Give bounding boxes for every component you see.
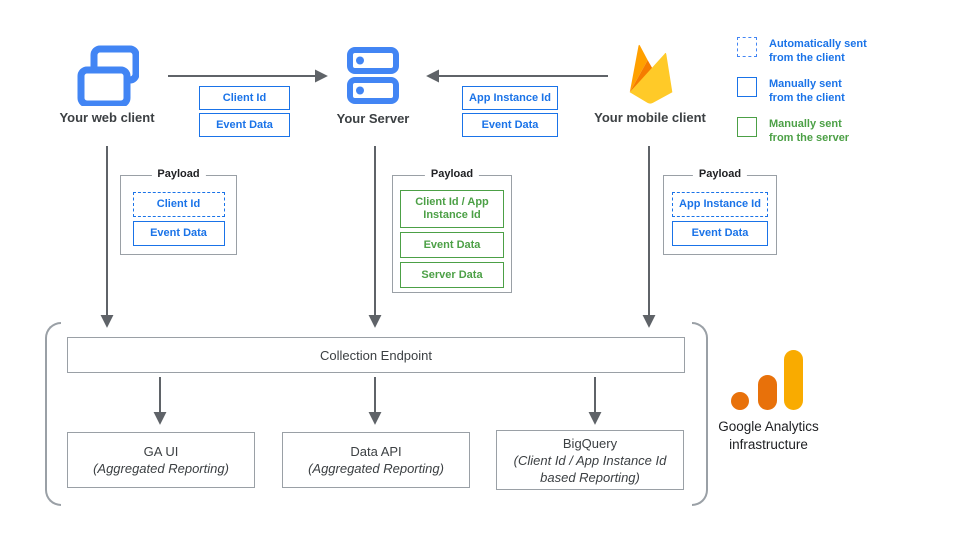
bigquery-detail: (Client Id / App Instance Id based Repor… (513, 452, 667, 485)
payload-web-client-id: Client Id (132, 192, 225, 217)
payload-server-event-data: Event Data (400, 232, 504, 258)
firebase-icon (629, 44, 673, 104)
payload-group-mobile: Payload App Instance Id Event Data (663, 168, 777, 255)
payload-title: Payload (424, 168, 480, 180)
payload-group-server: Payload Client Id / App Instance Id Even… (392, 168, 512, 293)
ga-ui-box: GA UI (Aggregated Reporting) (67, 432, 255, 488)
infrastructure-label: Google Analytics infrastructure (718, 419, 819, 452)
data-api-name: Data API (350, 444, 402, 459)
payload-web-event-data: Event Data (132, 221, 225, 246)
payload-mobile-event-data: Event Data (672, 221, 768, 246)
mobile-client-label: Your mobile client (594, 110, 706, 125)
chip-app-instance-id: App Instance Id (462, 86, 558, 110)
data-api-detail: (Aggregated Reporting) (308, 461, 444, 476)
server-icon (347, 47, 399, 104)
payload-group-web: Payload Client Id Event Data (120, 168, 237, 255)
legend-label: Manually sent from the client (769, 78, 845, 104)
collection-endpoint-box: Collection Endpoint (67, 337, 685, 373)
legend-label: Manually sent from the server (769, 118, 850, 144)
legend-item-manual-server: Manually sent from the server (737, 117, 849, 145)
ga-ui-detail: (Aggregated Reporting) (93, 461, 229, 476)
infrastructure-bracket-left (45, 322, 61, 506)
bigquery-box: BigQuery (Client Id / App Instance Id ba… (496, 430, 684, 490)
web-client-label: Your web client (59, 110, 155, 125)
web-client-icon (77, 45, 139, 106)
payload-title: Payload (692, 168, 748, 180)
chip-client-id: Client Id (199, 86, 290, 110)
collection-endpoint-label: Collection Endpoint (319, 347, 433, 363)
legend-item-manual-client: Manually sent from the client (737, 77, 845, 105)
legend-item-auto-client: Automatically sent from the client (737, 37, 867, 65)
chip-event-data-mobile: Event Data (462, 113, 558, 137)
legend-label: Automatically sent from the client (769, 38, 867, 64)
payload-title: Payload (151, 168, 206, 180)
payload-server-ids: Client Id / App Instance Id (400, 190, 504, 228)
infrastructure-bracket-right (692, 322, 708, 506)
google-analytics-logo-icon (731, 350, 803, 410)
chip-event-data-web: Event Data (199, 113, 290, 137)
legend-swatch-solid-green-icon (737, 117, 757, 137)
legend-swatch-solid-blue-icon (737, 77, 757, 97)
legend-swatch-dashed-blue-icon (737, 37, 757, 57)
data-api-box: Data API (Aggregated Reporting) (282, 432, 470, 488)
payload-mobile-app-instance-id: App Instance Id (672, 192, 768, 217)
payload-server-server-data: Server Data (400, 262, 504, 288)
bigquery-name: BigQuery (562, 435, 618, 451)
server-label: Your Server (336, 111, 410, 126)
ga-ui-name: GA UI (143, 444, 179, 459)
